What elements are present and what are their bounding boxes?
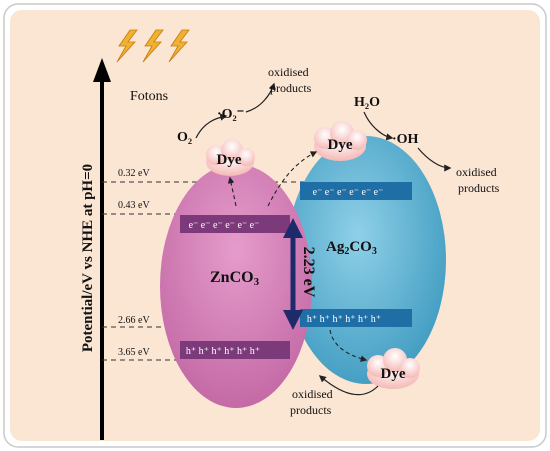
znco3-holes: h⁺ h⁺ h⁺ h⁺ h⁺ h⁺: [186, 346, 260, 357]
light-label: Fotons: [130, 89, 168, 104]
level-label-3: 3.65 eV: [118, 347, 150, 358]
products-right-line1: oxidised: [456, 165, 497, 179]
products-top-line1: oxidised: [268, 65, 309, 79]
o2-label: O₂: [177, 130, 192, 145]
ag2co3-valence-band: [300, 309, 412, 327]
transfer-arrows: [227, 151, 368, 362]
znco3-label: ZnCO3: [210, 269, 260, 288]
reaction-arrows: [195, 82, 452, 396]
dye-cloud-left: [206, 139, 255, 176]
ag2co3-label: Ag2CO3: [326, 239, 377, 257]
znco3-conduction-band: [180, 215, 290, 233]
znco3-particle: [160, 164, 312, 408]
lightning-icon: [116, 29, 190, 63]
dye-label-left: Dye: [217, 152, 242, 168]
level-label-1: 0.43 eV: [118, 200, 150, 211]
products-bottom-line1: oxidised: [292, 387, 333, 401]
level-label-2: 2.66 eV: [118, 315, 150, 326]
dye-label-bottom: Dye: [381, 366, 406, 382]
axis-label: Potential/eV vs NHE at pH=0: [80, 164, 96, 352]
products-top-line2: products: [270, 81, 312, 95]
ag2co3-holes: h⁺ h⁺ h⁺ h⁺ h⁺ h⁺: [307, 314, 381, 325]
products-right-line2: products: [458, 181, 500, 195]
znco3-valence-band: [180, 341, 290, 359]
ag2co3-electrons: e⁻ e⁻ e⁻ e⁻ e⁻ e⁻: [313, 187, 384, 198]
dye-cloud-top: [314, 121, 367, 161]
products-bottom-line2: products: [290, 403, 332, 417]
band-gap-label: 2.23 eV: [300, 247, 317, 298]
dye-label-top: Dye: [328, 137, 353, 153]
znco3-electrons: e⁻ e⁻ e⁻ e⁻ e⁻ e⁻: [189, 220, 260, 231]
dye-cloud-bottom: [367, 348, 420, 389]
water-label: H₂O: [354, 95, 380, 110]
ag2co3-conduction-band: [300, 182, 412, 200]
superoxide-label: ·O₂⁻: [217, 107, 244, 122]
axis-arrowhead: [93, 58, 111, 82]
level-label-0: 0.32 eV: [118, 168, 150, 179]
hydroxyl-label: ·OH: [392, 132, 419, 147]
